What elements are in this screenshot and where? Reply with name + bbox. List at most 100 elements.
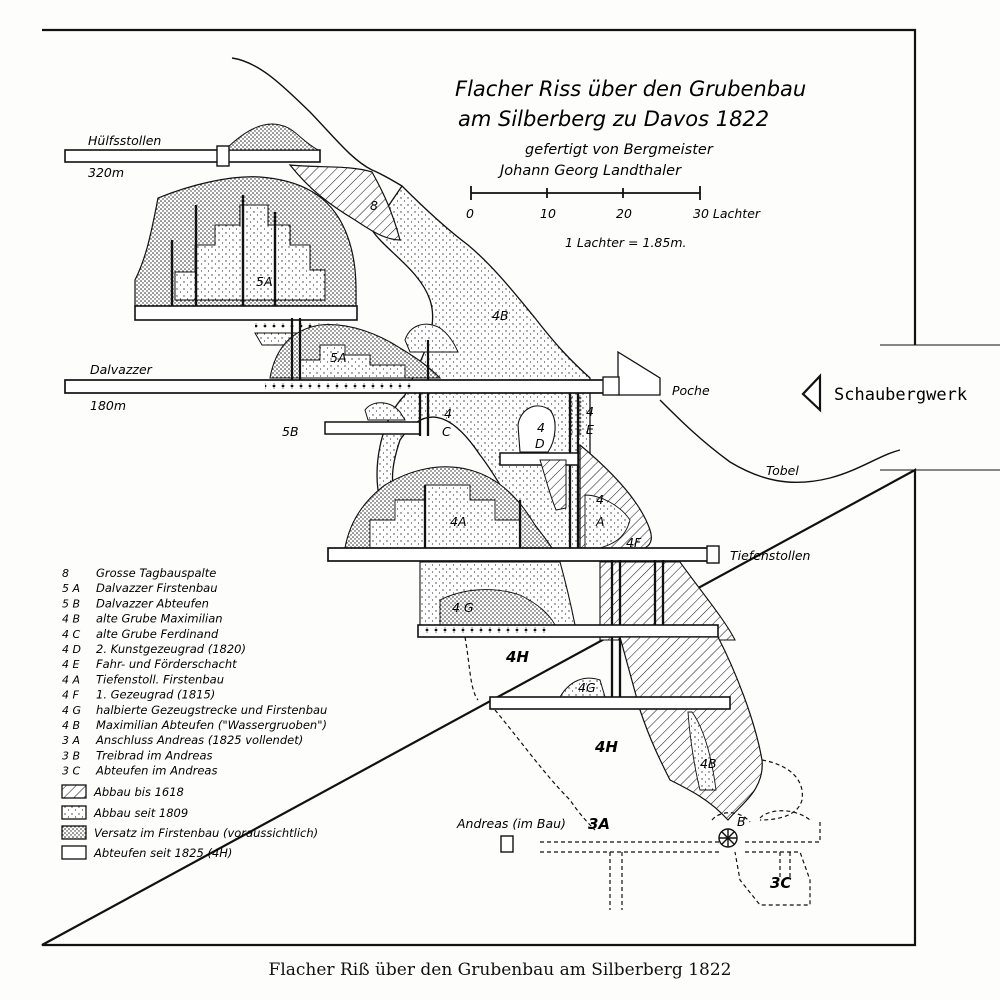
label-poche: Poche [672,383,710,398]
dashed-outline-right [759,759,803,821]
code-4a-center: 4A [450,514,467,529]
dalvazzer-gallery-dots [265,383,415,389]
4a-center-shafts [423,485,522,550]
code-4b-lower: 4B [700,756,717,771]
area-5a-lower-stairs [299,344,406,379]
legend-code: 4 B [62,719,80,732]
scale-tick-20: 20 [616,206,632,221]
scale-tick-10: 10 [540,206,556,221]
label-huelfsstollen: Hülfsstollen [88,133,161,148]
area-4d [517,405,556,453]
label-andreas: Andreas (im Bau) [456,816,566,831]
legend-symbol-dense: Versatz im Firstenbau (voraussichtlich) [94,826,318,840]
scale-tick-0: 0 [466,206,474,221]
code-4e-a: 4 [586,404,594,419]
upper-5a-gallery [134,305,358,321]
legend-swatch-sparse [61,805,87,820]
legend-text: Dalvazzer Firstenbau [96,581,218,595]
andreas-portal [500,835,514,853]
scale-note: 1 Lachter = 1.85m. [565,235,686,250]
legend-text: halbierte Gezeugstrecke und Firstenbau [96,703,327,717]
code-3a: 3A [588,815,610,833]
code-5a-lower: 5A [330,350,347,365]
legend-code: 3 B [62,749,80,762]
code-5b: 5B [282,424,299,439]
code-4g: 4 G [452,600,474,615]
title-line-1: Flacher Riss über den Grubenbau [455,77,806,101]
legend-text: Tiefenstoll. Firstenbau [96,672,224,686]
legend-text: Fahr- und Förderschacht [96,657,237,671]
code-3c: 3C [770,874,791,892]
legend-code: 4 A [62,673,80,686]
code-4c-a: 4 [444,406,452,421]
schaubergwerk-triangle-icon [801,373,822,413]
tiefenstollen-gallery [327,547,714,562]
poche-building [602,350,661,396]
title-line-2: am Silberberg zu Davos 1822 [458,107,769,131]
tiefenstollen-portal [706,545,720,564]
map-frame [41,28,917,947]
5b-gallery [324,421,421,435]
tobel-line [659,399,901,484]
legend-swatch-empty [61,845,87,860]
legend-text: Dalvazzer Abteufen [96,596,209,610]
area-4a-right-hatch-upper [539,459,567,511]
label-elev-180: 180m [90,398,126,413]
huelfsstollen-gallery [64,149,321,163]
code-4h-upper: 4H [505,648,529,666]
label-elev-320: 320m [88,165,124,180]
area-4g-lower [559,677,606,698]
legend-text: alte Grube Maximilian [96,612,223,626]
legend-text: Maximilian Abteufen ("Wassergruoben") [96,718,327,732]
schaubergwerk-bracket [880,344,1000,471]
code-3b: B [737,814,746,829]
legend-code: 3 A [62,734,80,747]
treibrad-wheel-icon [718,828,738,848]
legend-swatch-hatch [61,784,87,799]
figure-caption: Flacher Riß über den Grubenbau am Silber… [268,960,732,980]
legend-code: 4 B [62,613,80,626]
shaft-4e-ladder [564,395,584,437]
legend-symbol-hatch: Abbau bis 1618 [93,785,184,799]
code-4b-upper: 4B [492,308,509,323]
code-4a-right-a: 4 [596,492,604,507]
legend-text: Abteufen im Andreas [95,764,217,778]
code-4a-right-b: A [595,514,605,529]
legend-text: Anschluss Andreas (1825 vollendet) [95,733,303,747]
area-4h-dashed-outline [464,636,596,831]
legend-text: alte Grube Ferdinand [96,627,219,641]
label-schaubergwerk: Schaubergwerk [834,385,967,405]
code-4h-lower: 4H [594,738,618,756]
legend-code: 8 [62,567,69,580]
legend-symbol-sparse: Abbau seit 1809 [93,806,188,820]
legend-text: Grosse Tagbauspalte [96,566,216,580]
level-4g-gallery-dots [420,627,550,633]
code-4e-b: E [586,422,594,437]
legend-symbol-empty: Abteufen seit 1825 (4H) [93,846,232,860]
area-4b-lower-sparse [687,711,717,791]
legend-code: 4 F [62,689,79,702]
legend-code: 4 E [62,658,79,671]
code-4c-b: C [442,424,451,439]
label-tobel: Tobel [766,463,799,478]
legend-code: 4 D [62,643,81,656]
huelfsstollen-portal [216,145,230,167]
code-8: 8 [370,198,378,213]
code-5a-upper: 5A [256,274,273,289]
lowest-gallery [489,696,731,710]
lower-5a-shafts [290,318,430,380]
label-tiefenstollen: Tiefenstollen [730,548,811,563]
legend-text: 1. Gezeugrad (1815) [96,688,215,702]
huelfsstollen-mound [223,123,320,151]
andreas-dashed-galleries [540,810,821,910]
code-4d-a: 4 [537,420,545,435]
code-4g-lower: 4G [578,680,596,695]
area-4g-dense [439,589,556,626]
small-knoll [404,323,459,353]
legend-code: 5 B [62,597,80,610]
legend-swatch-dense [61,825,87,840]
area-4b-lower-hatch-band [599,561,736,641]
scale-tick-30: 30 Lachter [693,206,761,221]
